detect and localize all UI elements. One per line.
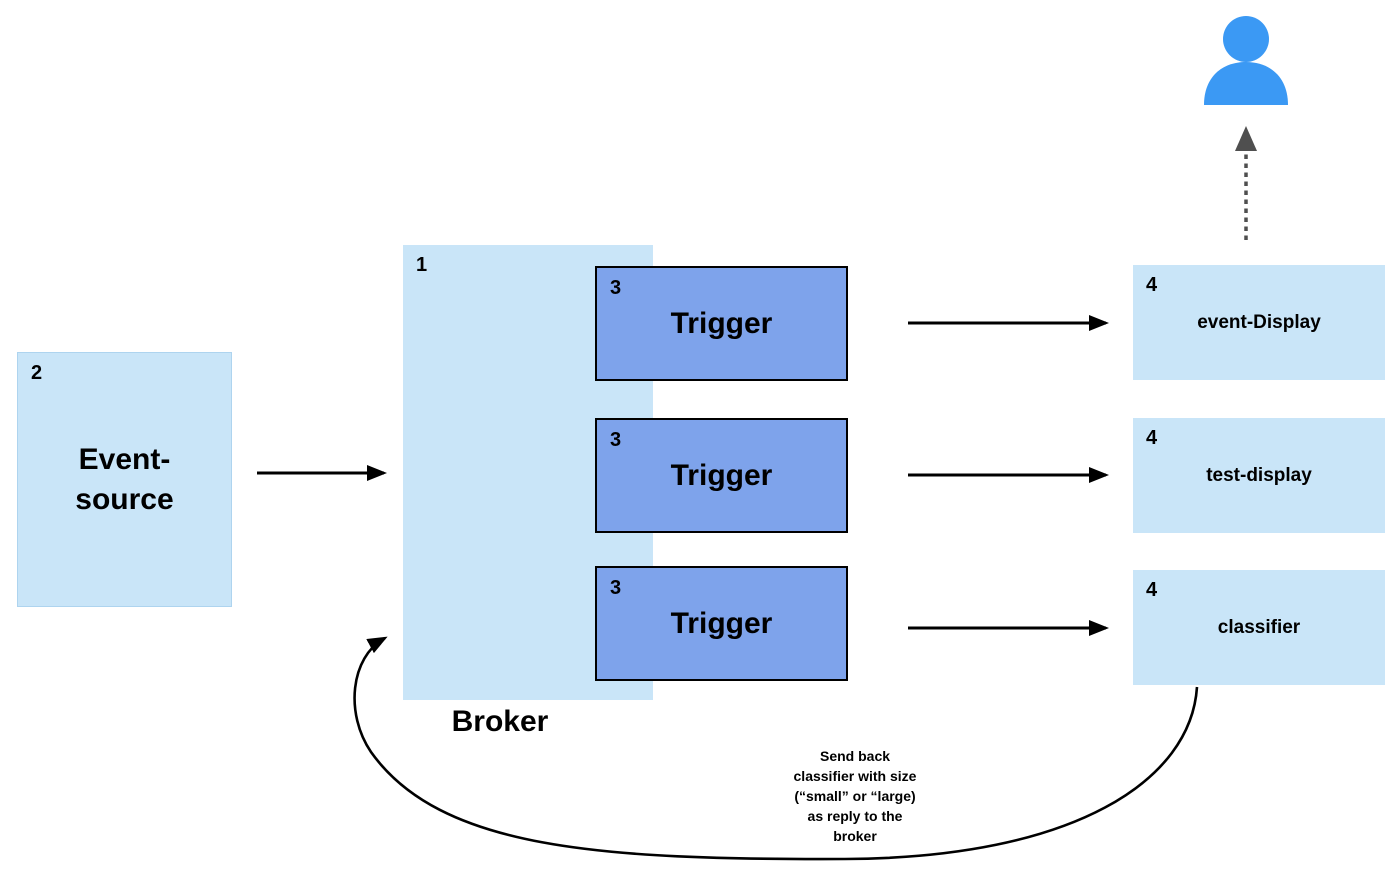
- trigger-label: Trigger: [670, 606, 773, 640]
- reply-annotation: Send back classifier with size (“small” …: [793, 748, 917, 844]
- event-source-label-line1: Event-: [78, 442, 171, 476]
- node-number: 3: [610, 429, 622, 451]
- trigger-node-2: 3 Trigger: [595, 418, 848, 533]
- node-number: 4: [1146, 579, 1158, 601]
- node-number: 4: [1146, 427, 1158, 449]
- trigger-label: Trigger: [670, 458, 773, 492]
- node-number: 3: [610, 577, 622, 599]
- test-display-node: 4 test-display: [1133, 418, 1385, 533]
- event-source-label: Event- source: [18, 353, 231, 606]
- test-display-label: test-display: [1206, 464, 1312, 486]
- event-source-label-line2: source: [75, 482, 174, 516]
- trigger-node-3: 3 Trigger: [595, 566, 848, 681]
- classifier-node: 4 classifier: [1133, 570, 1385, 685]
- broker-label: Broker: [451, 705, 549, 738]
- arrow-event-display-to-user: [1235, 126, 1257, 240]
- classifier-label: classifier: [1217, 616, 1301, 638]
- trigger-label: Trigger: [670, 306, 773, 340]
- node-number: 2: [31, 362, 43, 384]
- trigger-node-1: 3 Trigger: [595, 266, 848, 381]
- event-source-node: 2 Event- source: [17, 352, 232, 607]
- user-icon: [1204, 16, 1288, 105]
- event-display-label: event-Display: [1197, 311, 1321, 333]
- node-number: 4: [1146, 274, 1158, 296]
- event-display-node: 4 event-Display: [1133, 265, 1385, 380]
- node-number: 1: [416, 254, 428, 276]
- node-number: 3: [610, 277, 622, 299]
